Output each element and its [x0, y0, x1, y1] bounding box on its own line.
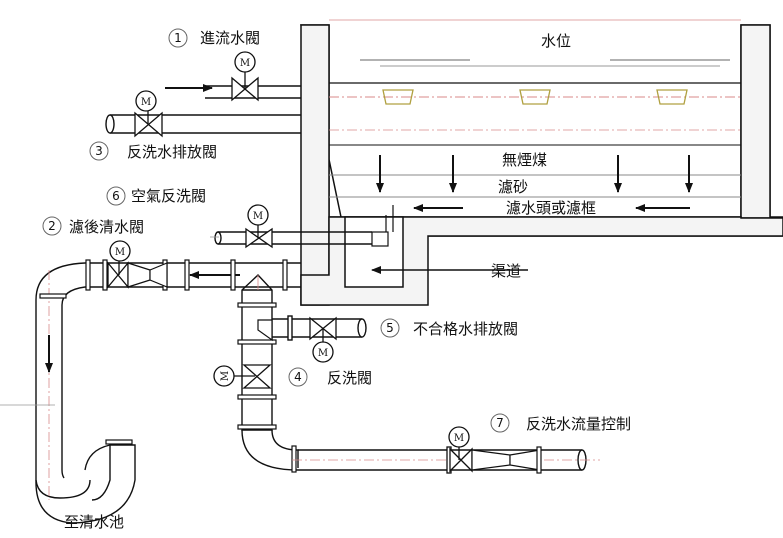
backwash-flow-valve-motor-letter: M — [454, 433, 464, 444]
reject-water-valve[interactable] — [309, 316, 337, 363]
air-backwash-valve-motor-letter: M — [253, 211, 263, 222]
riser-tee — [257, 319, 273, 342]
tank-floor — [300, 216, 783, 306]
sand-label: 濾砂 — [498, 178, 528, 196]
valve-2-circle — [42, 216, 62, 236]
valve-6-label: 空氣反洗閥 — [131, 187, 206, 205]
valve-4-label: 反洗閥 — [327, 369, 372, 387]
reject-water-valve-motor-letter: M — [318, 348, 328, 359]
channel-outlet — [371, 205, 394, 247]
inlet-valve-motor-letter: M — [240, 58, 250, 69]
air-backwash-valve-motor — [247, 204, 269, 226]
filtered-water-valve-motor-letter: M — [115, 247, 125, 258]
valve-1-number: 1 — [174, 31, 182, 45]
valve-5-label: 不合格水排放閥 — [413, 320, 518, 338]
water-level-label: 水位 — [541, 32, 571, 50]
valve-5-circle — [380, 318, 400, 338]
backwash-valve-motor — [213, 365, 235, 387]
backwash-drain-valve-motor-letter: M — [141, 97, 151, 108]
backwash-drain-pipe — [105, 114, 301, 134]
filtered-water-valve-motor — [109, 240, 131, 262]
water-level-lines — [329, 59, 741, 198]
venturi-filtered — [127, 262, 168, 288]
valve-3-label: 反洗水排放閥 — [127, 143, 217, 161]
channel-trough — [344, 216, 404, 288]
wash-troughs — [382, 89, 688, 105]
right-wall — [740, 24, 771, 219]
backwash-drain-valve[interactable] — [134, 90, 163, 138]
valve-6-circle — [106, 186, 126, 206]
backwash-valve-motor-letter: M — [220, 371, 231, 381]
air-backwash-valve[interactable] — [245, 204, 273, 249]
backwash-riser — [241, 274, 299, 471]
valve-7-label: 反洗水流量控制 — [526, 415, 631, 433]
valve-4-number: 4 — [294, 370, 302, 384]
reject-water-pipe — [272, 315, 367, 341]
trough-2 — [519, 89, 551, 105]
filtered-flanges — [39, 259, 288, 445]
valve-3-number: 3 — [95, 144, 103, 158]
backwash-valve[interactable] — [213, 364, 272, 389]
backwash-drain-valve-motor — [135, 90, 157, 112]
valve-6-number: 6 — [112, 189, 120, 203]
valve-3-circle — [89, 141, 109, 161]
valve-7-circle — [490, 413, 510, 433]
backwash-flow-valve-motor — [448, 426, 470, 448]
valve-4-circle — [288, 367, 308, 387]
valve-2-number: 2 — [48, 219, 56, 233]
air-backwash-pipe — [214, 231, 372, 245]
valve-number-circles — [42, 28, 510, 433]
clearwell-label: 至清水池 — [64, 513, 124, 531]
valve-5-number: 5 — [386, 321, 394, 335]
valve-7-number: 7 — [496, 416, 504, 430]
valve-1-label: 進流水閥 — [200, 29, 260, 47]
valve-2-label: 濾後清水閥 — [69, 218, 144, 236]
media-flow-arrows — [371, 155, 693, 274]
channel-label: 渠道 — [491, 262, 521, 280]
trough-1 — [382, 89, 414, 105]
filtered-water-pipe — [35, 262, 301, 524]
reject-water-valve-motor — [312, 341, 334, 363]
anthracite-label: 無煙煤 — [502, 151, 547, 169]
venturi-supply — [471, 446, 542, 474]
nozzle-label: 濾水頭或濾框 — [506, 199, 596, 217]
trough-3 — [656, 89, 688, 105]
leader-lines — [0, 236, 219, 406]
backwash-flow-valve[interactable] — [446, 426, 473, 474]
left-wall — [300, 24, 330, 306]
valve-1-circle — [168, 28, 188, 48]
inlet-valve-motor — [234, 51, 256, 73]
riser-flanges — [237, 302, 297, 473]
inlet-valve[interactable] — [231, 51, 259, 102]
